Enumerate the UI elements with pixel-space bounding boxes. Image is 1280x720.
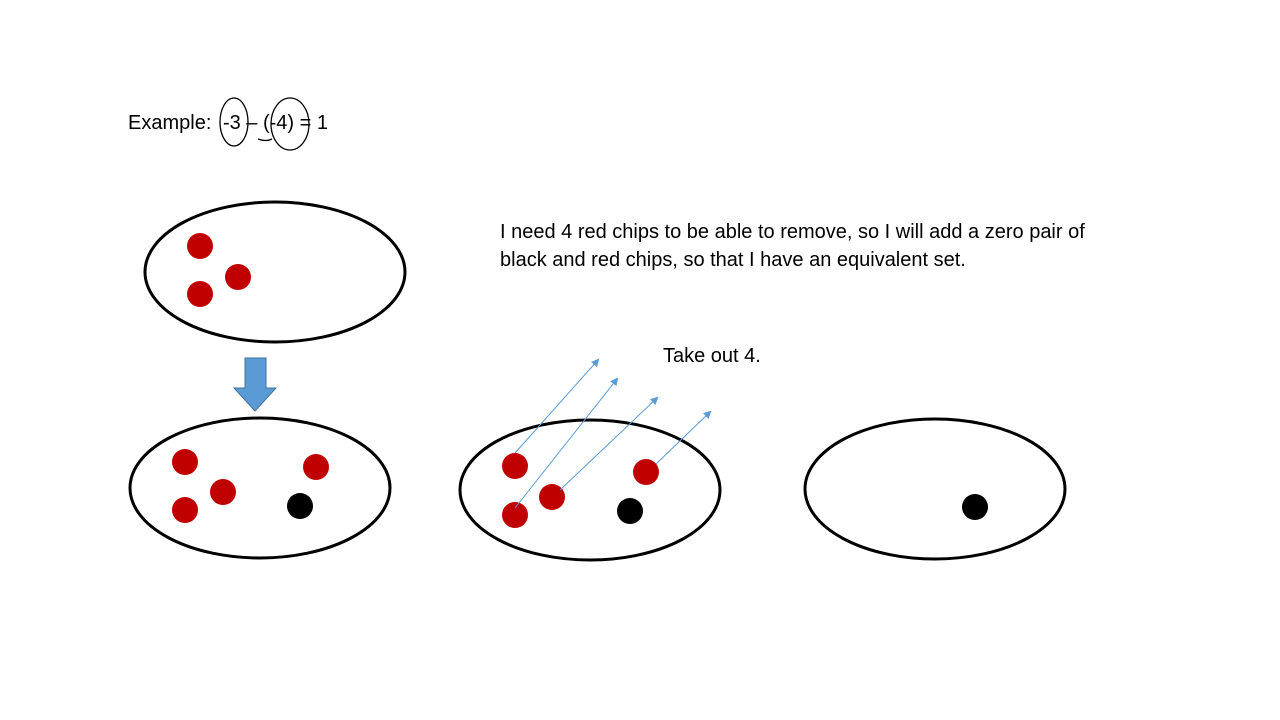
annotation-circles (219, 97, 310, 151)
remove-arrows (514, 358, 712, 509)
example-equation: Example: -3 – (-4) = 1 (128, 108, 328, 138)
set-initial (143, 200, 407, 344)
minus-op: – (246, 112, 258, 134)
explanation-line-2: black and red chips, so that I have an e… (500, 249, 966, 271)
term-a: -3 (222, 112, 241, 134)
red-chip (225, 264, 251, 290)
set-remove (458, 358, 722, 562)
down-arrow-icon (232, 357, 278, 412)
take-out-label: Take out 4. (663, 345, 761, 367)
set-with-zero-pair (128, 416, 392, 560)
explanation-line-1: I need 4 red chips to be able to remove,… (500, 221, 1085, 243)
red-chip (187, 233, 213, 259)
set-result (803, 417, 1067, 561)
red-chip (187, 281, 213, 307)
example-label: Example: (128, 112, 212, 134)
result: = 1 (299, 112, 329, 134)
